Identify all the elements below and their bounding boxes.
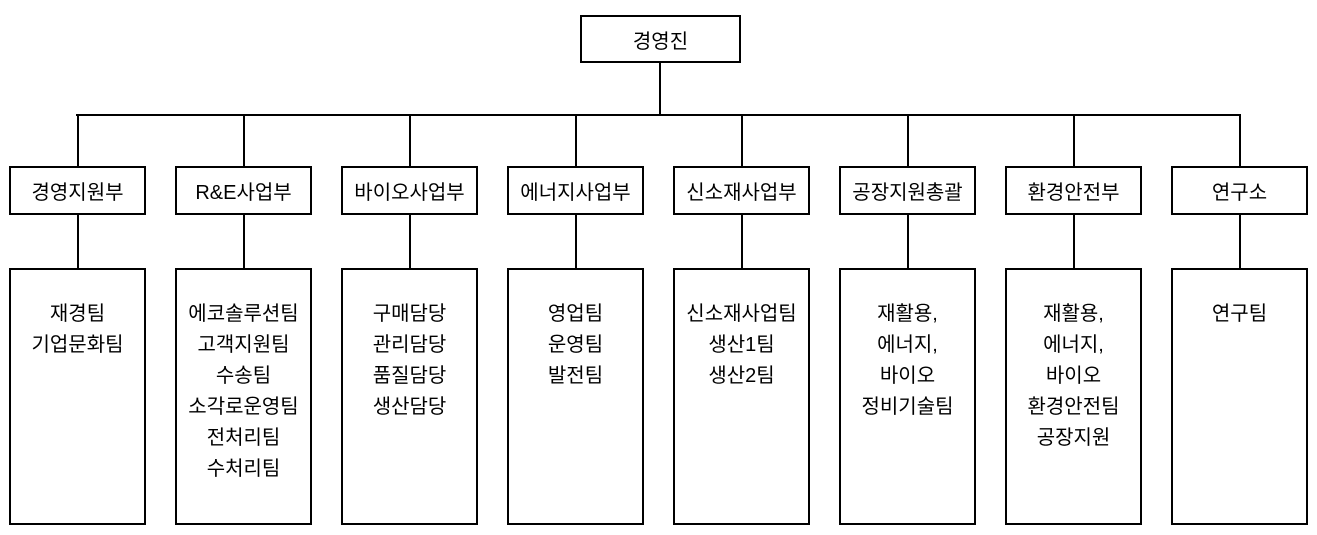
team-label: 재경팀 — [49, 303, 106, 325]
dept-label: R&E사업부 — [195, 182, 292, 204]
team-label: 생산2팀 — [708, 365, 775, 387]
connector-top-drop — [408, 114, 411, 166]
connector-top-drop — [906, 114, 909, 166]
team-label: 정비기술팀 — [861, 396, 954, 418]
org-column-bio-division: 바이오사업부 구매담당 관리담당 품질담당 생산담당 — [341, 0, 478, 535]
team-label: 전처리팀 — [206, 427, 281, 449]
team-label: 품질담당 — [372, 365, 447, 387]
team-box-plant-support: 재활용, 에너지, 바이오 정비기술팀 — [839, 268, 976, 525]
team-label: 운영팀 — [547, 334, 604, 356]
team-label: 관리담당 — [372, 334, 447, 356]
org-column-plant-support: 공장지원총괄 재활용, 에너지, 바이오 정비기술팀 — [839, 0, 976, 535]
team-label: 소각로운영팀 — [188, 396, 299, 418]
team-label: 생산1팀 — [708, 334, 775, 356]
connector-mid-drop — [1072, 215, 1075, 268]
dept-box-bio-division: 바이오사업부 — [341, 166, 478, 215]
dept-box-rne-division: R&E사업부 — [175, 166, 312, 215]
connector-horizontal-bus — [76, 114, 1241, 116]
dept-label: 경영지원부 — [31, 182, 124, 204]
dept-label: 공장지원총괄 — [852, 182, 963, 204]
team-label: 생산담당 — [372, 396, 447, 418]
team-label: 구매담당 — [372, 303, 447, 325]
dept-box-research-institute: 연구소 — [1171, 166, 1308, 215]
dept-box-energy-division: 에너지사업부 — [507, 166, 644, 215]
team-label: 에너지, — [877, 334, 938, 356]
connector-mid-drop — [1238, 215, 1241, 268]
team-label: 수송팀 — [215, 365, 272, 387]
org-column-rne-division: R&E사업부 에코솔루션팀 고객지원팀 수송팀 소각로운영팀 전처리팀 수처리팀 — [175, 0, 312, 535]
team-label: 환경안전팀 — [1027, 396, 1120, 418]
connector-mid-drop — [242, 215, 245, 268]
connector-mid-drop — [76, 215, 79, 268]
connector-top-drop — [242, 114, 245, 166]
team-label: 신소재사업팀 — [686, 303, 797, 325]
dept-label: 바이오사업부 — [354, 182, 465, 204]
team-label: 재활용, — [877, 303, 938, 325]
team-label: 바이오 — [879, 365, 936, 387]
team-label: 에너지, — [1043, 334, 1104, 356]
dept-box-environment-safety: 환경안전부 — [1005, 166, 1142, 215]
connector-top-drop — [76, 114, 79, 166]
dept-box-management-support: 경영지원부 — [9, 166, 146, 215]
connector-mid-drop — [906, 215, 909, 268]
team-box-management-support: 재경팀 기업문화팀 — [9, 268, 146, 525]
connector-top-drop — [1072, 114, 1075, 166]
team-label: 연구팀 — [1211, 303, 1268, 325]
connector-mid-drop — [740, 215, 743, 268]
dept-label: 신소재사업부 — [686, 182, 797, 204]
dept-label: 에너지사업부 — [520, 182, 631, 204]
team-label: 바이오 — [1045, 365, 1102, 387]
org-column-research-institute: 연구소 연구팀 — [1171, 0, 1308, 535]
root-label: 경영진 — [632, 30, 689, 53]
team-label: 고객지원팀 — [197, 334, 290, 356]
org-column-energy-division: 에너지사업부 영업팀 운영팀 발전팀 — [507, 0, 644, 535]
team-label: 재활용, — [1043, 303, 1104, 325]
connector-mid-drop — [574, 215, 577, 268]
org-column-new-materials-division: 신소재사업부 신소재사업팀 생산1팀 생산2팀 — [673, 0, 810, 535]
connector-top-drop — [740, 114, 743, 166]
team-box-bio-division: 구매담당 관리담당 품질담당 생산담당 — [341, 268, 478, 525]
connector-top-drop — [1238, 114, 1241, 166]
team-label: 기업문화팀 — [31, 334, 124, 356]
org-column-management-support: 경영지원부 재경팀 기업문화팀 — [9, 0, 146, 535]
team-label: 발전팀 — [547, 365, 604, 387]
team-label: 공장지원 — [1036, 427, 1111, 449]
team-box-energy-division: 영업팀 운영팀 발전팀 — [507, 268, 644, 525]
connector-root-stem — [659, 63, 661, 114]
dept-label: 환경안전부 — [1027, 182, 1120, 204]
connector-top-drop — [574, 114, 577, 166]
team-label: 영업팀 — [547, 303, 604, 325]
team-label: 수처리팀 — [206, 458, 281, 480]
dept-label: 연구소 — [1211, 182, 1268, 204]
connector-mid-drop — [408, 215, 411, 268]
dept-box-new-materials-division: 신소재사업부 — [673, 166, 810, 215]
root-box-executive: 경영진 — [580, 15, 741, 63]
dept-box-plant-support: 공장지원총괄 — [839, 166, 976, 215]
team-box-rne-division: 에코솔루션팀 고객지원팀 수송팀 소각로운영팀 전처리팀 수처리팀 — [175, 268, 312, 525]
org-column-environment-safety: 환경안전부 재활용, 에너지, 바이오 환경안전팀 공장지원 — [1005, 0, 1142, 535]
team-label: 에코솔루션팀 — [188, 303, 299, 325]
team-box-environment-safety: 재활용, 에너지, 바이오 환경안전팀 공장지원 — [1005, 268, 1142, 525]
team-box-new-materials-division: 신소재사업팀 생산1팀 생산2팀 — [673, 268, 810, 525]
team-box-research-institute: 연구팀 — [1171, 268, 1308, 525]
